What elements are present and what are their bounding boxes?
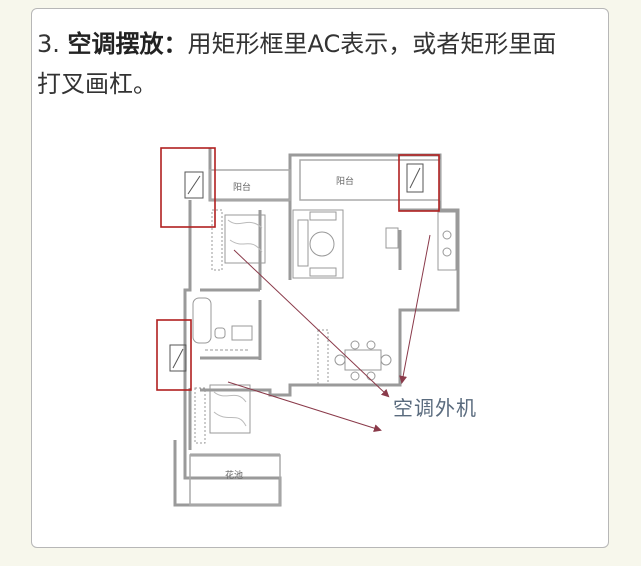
ac-highlight-left bbox=[156, 319, 192, 391]
kitchen-counter bbox=[385, 211, 457, 271]
balcony-right-label: 阳台 bbox=[336, 175, 354, 187]
wardrobes bbox=[194, 209, 329, 444]
ac-outdoor-label: 空调外机 bbox=[393, 396, 477, 420]
arrow-2 bbox=[399, 234, 431, 384]
caption-number: 3. bbox=[37, 30, 60, 58]
arrow-1 bbox=[233, 249, 390, 398]
balcony-left-label: 阳台 bbox=[233, 181, 251, 193]
caption-text: 用矩形框里AC表示，或者矩形里面打叉画杠。 bbox=[37, 30, 557, 98]
ac-arrows bbox=[227, 234, 431, 433]
balconies bbox=[209, 159, 441, 201]
ac-highlight-top-right bbox=[398, 154, 440, 212]
ac-unit-left bbox=[169, 344, 187, 372]
garden-label: 花池 bbox=[225, 469, 243, 481]
bedroom-bed-bottom bbox=[209, 384, 251, 434]
dining-set bbox=[334, 340, 392, 381]
ac-unit-top-right bbox=[406, 163, 424, 193]
outer-walls bbox=[173, 148, 460, 507]
caption-keyword: 空调摆放： bbox=[67, 30, 188, 58]
garden bbox=[189, 454, 281, 506]
arrow-3 bbox=[227, 381, 382, 433]
bathroom-fixtures bbox=[192, 289, 253, 351]
bedroom-bed-top bbox=[224, 214, 266, 264]
ac-highlight-boxes bbox=[156, 147, 440, 391]
caption: 3. 空调摆放：用矩形框里AC表示，或者矩形里面打叉画杠。 bbox=[37, 24, 557, 104]
ac-highlight-top-left bbox=[160, 147, 216, 228]
living-room-furniture bbox=[292, 209, 344, 279]
ac-unit-top-left bbox=[184, 171, 204, 199]
